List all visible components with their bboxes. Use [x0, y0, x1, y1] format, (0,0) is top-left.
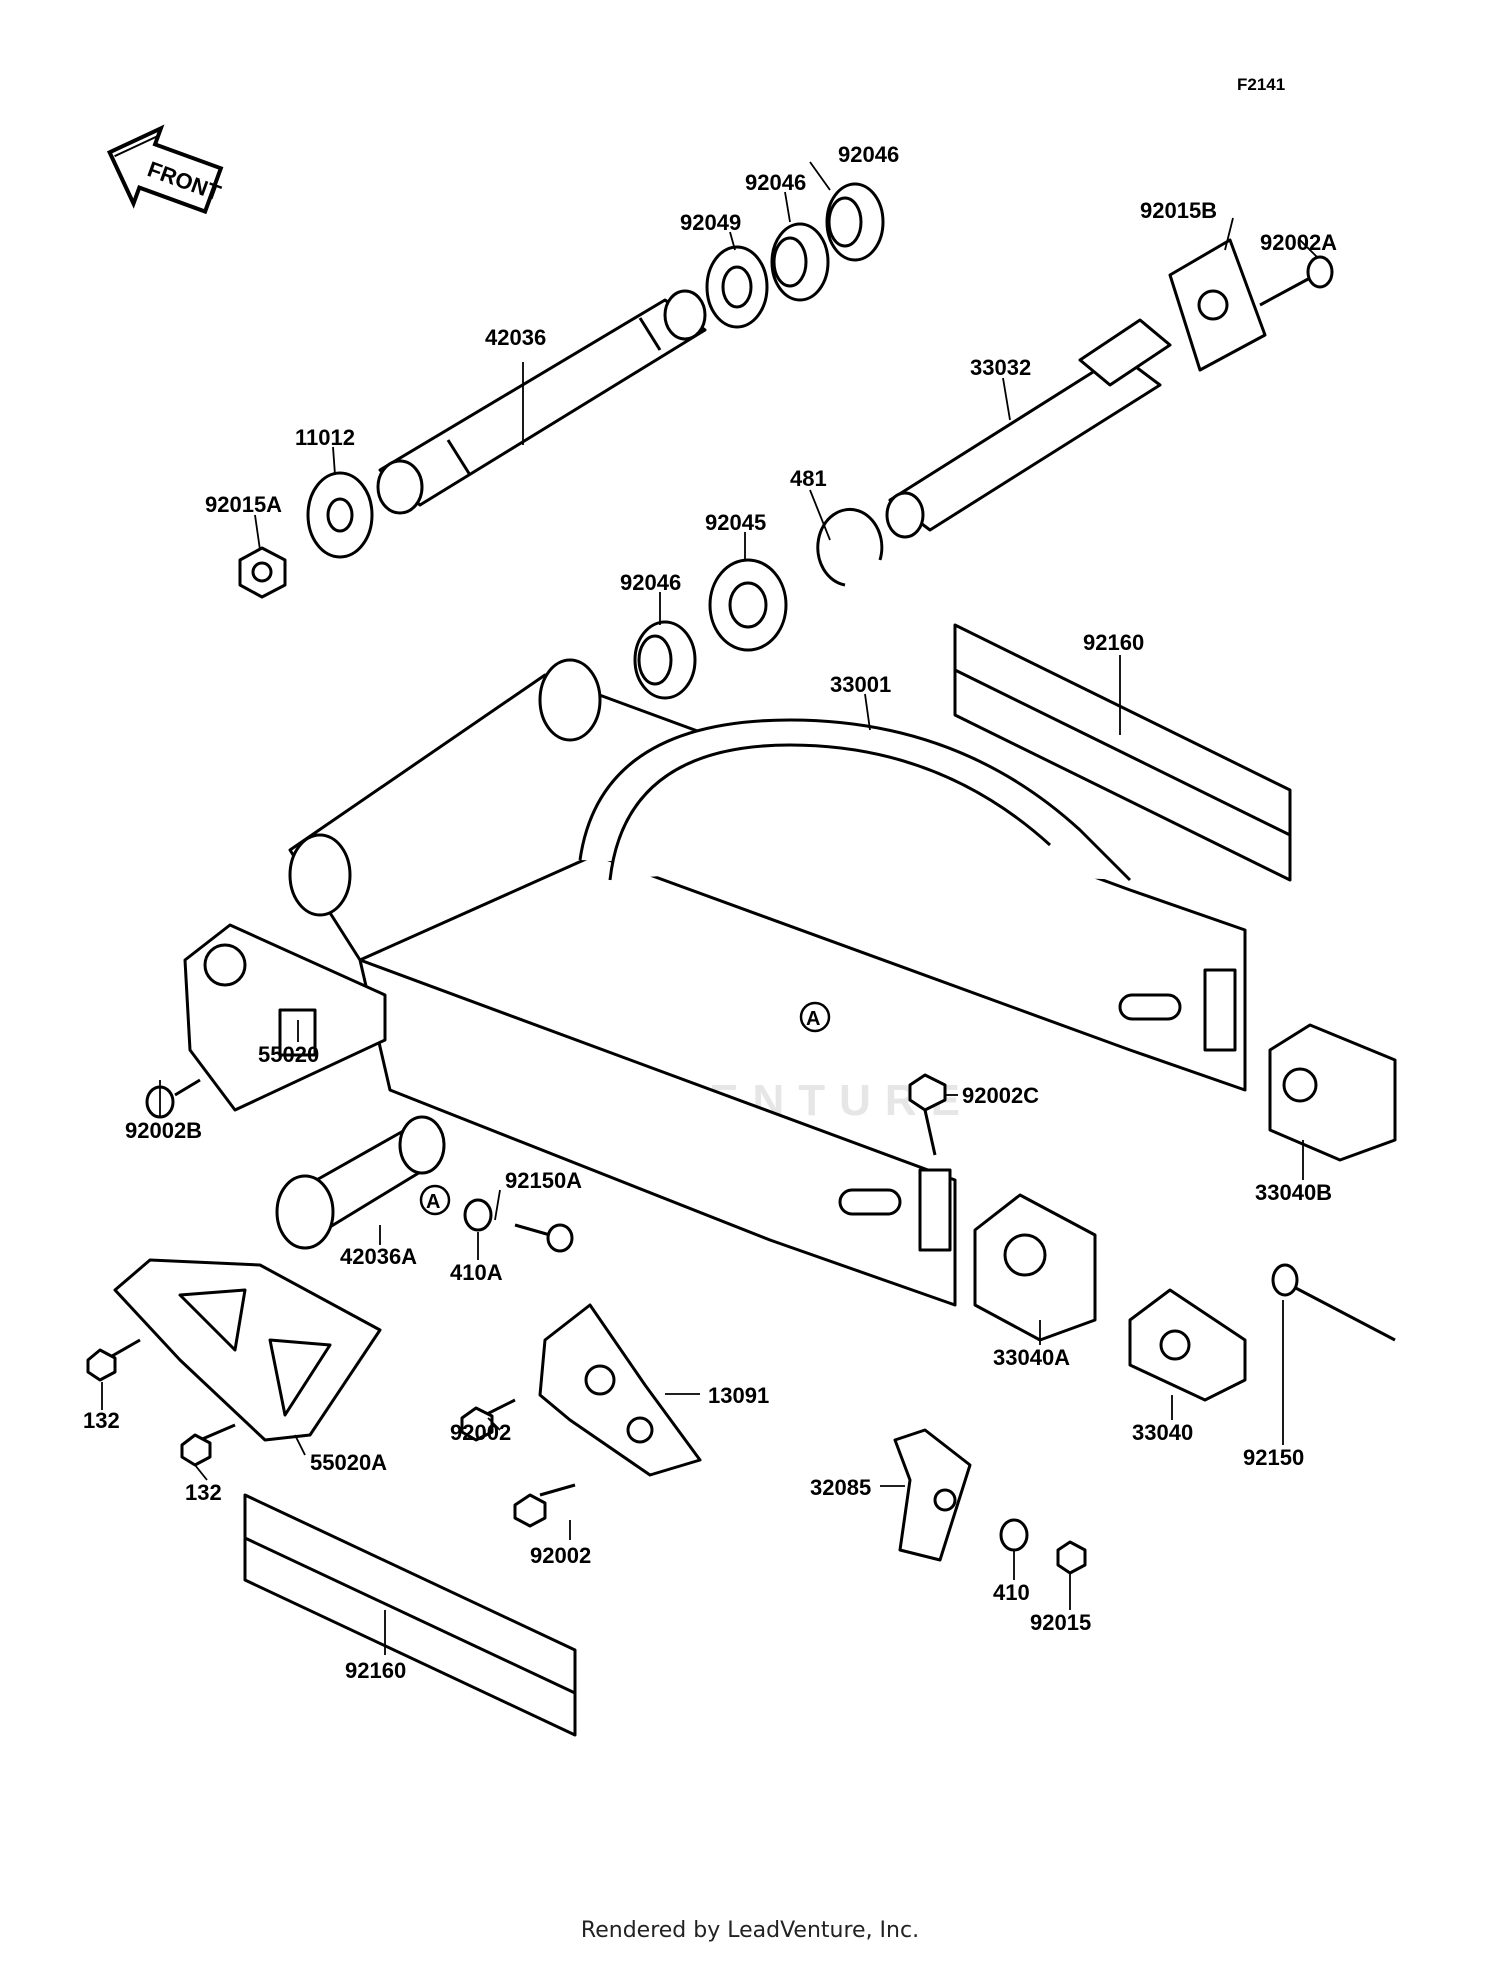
callout-marker-a-label-2: A	[426, 1191, 440, 1213]
part-label-33040a: 33040A	[993, 1345, 1070, 1370]
part-label-13091: 13091	[708, 1383, 769, 1408]
part-label-92150: 92150	[1243, 1445, 1304, 1470]
pivot-shaft-33032	[885, 318, 1172, 539]
part-label-132-a: 132	[83, 1408, 120, 1433]
part-label-92002b: 92002B	[125, 1118, 202, 1143]
circlip-481	[816, 507, 884, 587]
part-label-55020: 55020	[258, 1042, 319, 1067]
part-label-410: 410	[993, 1580, 1030, 1605]
part-label-11012: 11012	[295, 425, 355, 450]
seal-92049	[705, 245, 769, 329]
part-label-55020a: 55020A	[310, 1450, 387, 1475]
part-label-92002-a: 92002	[450, 1420, 511, 1445]
part-label-42036: 42036	[485, 325, 546, 350]
bolt-92150	[1271, 1263, 1396, 1342]
block-33040	[1128, 1288, 1247, 1402]
bearing-92046-mid	[770, 222, 830, 302]
part-label-92160-bottom: 92160	[345, 1658, 406, 1683]
part-label-132-b: 132	[185, 1480, 222, 1505]
bolt-92002C	[908, 1073, 947, 1156]
bolt-92150A	[514, 1223, 574, 1253]
bracket-32085	[893, 1428, 972, 1562]
footer-credit: Rendered by LeadVenture, Inc.	[580, 1918, 920, 1943]
bearing-92045	[708, 558, 788, 652]
part-label-92045: 92045	[705, 510, 766, 535]
chain-slider-92160-bottom	[243, 1493, 577, 1737]
part-label-92046-mid: 92046	[745, 170, 806, 195]
part-label-92046-low: 92046	[620, 570, 681, 595]
front-arrow-icon: FRONT	[106, 124, 225, 215]
callout-marker-a-2: A	[419, 1184, 451, 1216]
leader-lines	[101, 161, 1319, 1655]
adjuster-33040A	[973, 1193, 1097, 1342]
axle-shaft-42036	[376, 289, 707, 515]
part-label-92002a: 92002A	[1260, 230, 1337, 255]
washer-410	[999, 1518, 1029, 1552]
swingarm-33001	[288, 658, 1247, 1307]
part-label-33001: 33001	[830, 672, 891, 697]
bolt-92002A	[1259, 255, 1334, 307]
callout-marker-a-label-1: A	[806, 1008, 820, 1030]
bearing-92046-low	[633, 620, 697, 700]
chain-guide-55020	[183, 923, 387, 1112]
part-label-92002c: 92002C	[962, 1083, 1039, 1108]
adjuster-33040B	[1268, 1023, 1397, 1162]
part-label-92015: 92015	[1030, 1610, 1091, 1635]
bracket-13091	[538, 1303, 702, 1477]
bolt-92002-a	[460, 1398, 516, 1442]
part-label-33040b: 33040B	[1255, 1180, 1332, 1205]
bolt-92002B	[145, 1078, 201, 1119]
chain-slider-92160-top	[953, 623, 1292, 882]
part-label-92015b: 92015B	[1140, 198, 1217, 223]
part-label-92015a: 92015A	[205, 492, 282, 517]
part-label-410a: 410A	[450, 1260, 503, 1285]
bolt-92002-b	[513, 1483, 576, 1528]
part-label-32085: 32085	[810, 1475, 871, 1500]
nut-92015	[1056, 1540, 1087, 1575]
nut-92015A	[238, 546, 287, 599]
part-label-481: 481	[790, 466, 827, 491]
part-label-33032: 33032	[970, 355, 1031, 380]
callout-marker-a-1: A	[799, 1001, 831, 1033]
part-label-42036a: 42036A	[340, 1244, 417, 1269]
washer-410A	[463, 1198, 493, 1232]
part-label-92002-b: 92002	[530, 1543, 591, 1568]
part-label-92046-top: 92046	[838, 142, 899, 167]
collar-42036A	[275, 1115, 446, 1250]
chain-guard-55020A	[113, 1258, 382, 1442]
bolt-132-b	[180, 1423, 236, 1467]
bolt-132-a	[86, 1338, 141, 1382]
part-label-92049: 92049	[680, 210, 741, 235]
figure-code: F2141	[1237, 75, 1285, 94]
bearing-92046-top	[825, 182, 885, 262]
part-label-92150a: 92150A	[505, 1168, 582, 1193]
part-label-33040: 33040	[1132, 1420, 1193, 1445]
collar-11012	[306, 471, 374, 559]
part-label-92160-top: 92160	[1083, 630, 1144, 655]
plate-92015B	[1168, 238, 1267, 372]
